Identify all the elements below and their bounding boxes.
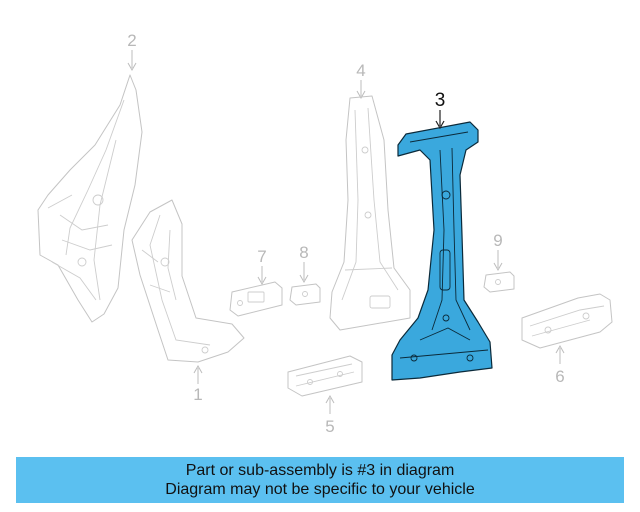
parts-diagram: 2 1 3 4 7 8 9 5 6 bbox=[37, 31, 613, 436]
part-9 bbox=[483, 271, 515, 293]
banner-line-1: Part or sub-assembly is #3 in diagram bbox=[185, 462, 455, 479]
callout-2: 2 bbox=[127, 31, 136, 50]
callout-3: 3 bbox=[435, 90, 446, 111]
callout-1: 1 bbox=[193, 385, 202, 404]
banner-line-2: Diagram may not be specific to your vehi… bbox=[165, 481, 475, 498]
part-7 bbox=[229, 281, 283, 317]
part-6 bbox=[521, 293, 613, 349]
part-3-highlighted bbox=[391, 121, 493, 381]
leader-lines bbox=[127, 50, 565, 414]
part-2 bbox=[37, 74, 143, 323]
callout-5: 5 bbox=[325, 417, 334, 436]
part-1 bbox=[131, 199, 245, 363]
callout-6: 6 bbox=[555, 367, 564, 386]
info-banner: Part or sub-assembly is #3 in diagram Di… bbox=[16, 457, 624, 503]
callout-9: 9 bbox=[493, 231, 502, 250]
part-4 bbox=[329, 95, 411, 331]
callout-8: 8 bbox=[299, 243, 308, 262]
callout-4: 4 bbox=[356, 61, 365, 80]
callout-7: 7 bbox=[257, 247, 266, 266]
part-8 bbox=[289, 283, 321, 306]
part-5 bbox=[287, 355, 363, 397]
